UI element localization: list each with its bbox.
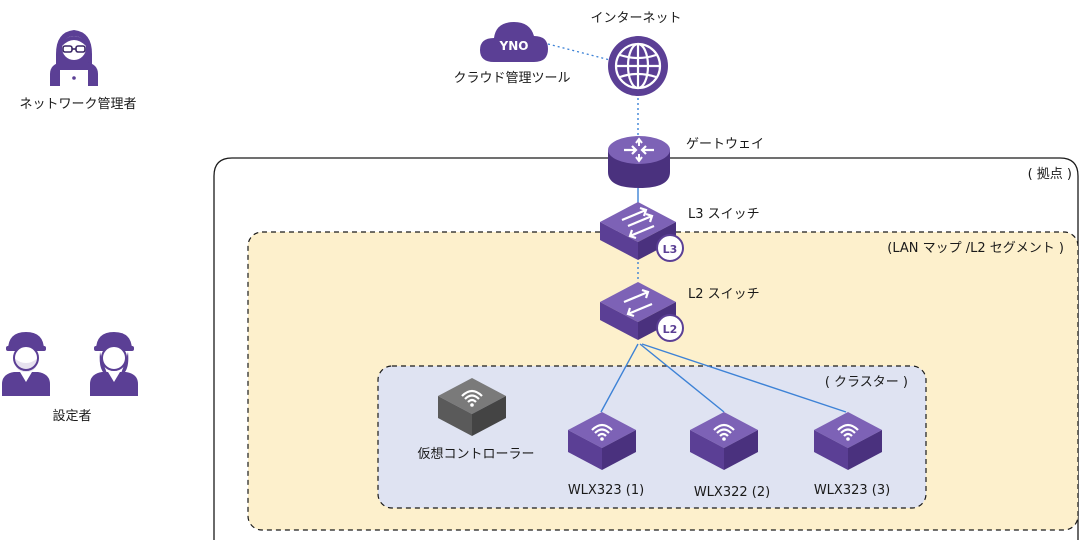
site-label: ( 拠点 ) (1027, 167, 1072, 182)
switch-icon: L3 (600, 202, 684, 262)
globe-icon (608, 36, 668, 96)
link-l2-ap2 (639, 343, 725, 413)
network-admin-label: ネットワーク管理者 (19, 97, 137, 112)
switch-icon: L2 (600, 282, 684, 342)
l3-badge: L3 (663, 243, 678, 256)
ap2-label: WLX322 (2) (693, 485, 771, 500)
wifi-ap-icon (438, 378, 506, 436)
link-l2-ap3 (641, 343, 847, 413)
person-laptop-icon (50, 30, 98, 86)
link-cloud-internet (547, 43, 611, 61)
router-icon (608, 136, 670, 188)
l3-switch-label: L3 スイッチ (688, 207, 760, 222)
worker-icon (90, 332, 138, 396)
virtual-controller-label: 仮想コントローラー (417, 447, 535, 462)
worker-icon (2, 332, 50, 396)
cloud-tool-label: クラウド管理ツール (453, 71, 571, 86)
internet-label: インターネット (590, 11, 682, 26)
installer-label: 設定者 (52, 409, 92, 424)
l2-badge: L2 (663, 323, 678, 336)
l2-switch-label: L2 スイッチ (688, 287, 760, 302)
cluster-label: ( クラスター ) (824, 375, 908, 390)
ap3-label: WLX323 (3) (813, 483, 891, 498)
cloud-icon: YNO (480, 22, 548, 62)
wifi-ap-icon (690, 412, 758, 470)
gateway-label: ゲートウェイ (686, 137, 765, 152)
lan-map-label: (LAN マップ /L2 セグメント ) (887, 241, 1064, 256)
wifi-ap-icon (568, 412, 636, 470)
wifi-ap-icon (814, 412, 882, 470)
cluster-area (377, 365, 927, 509)
link-l2-ap1 (600, 343, 639, 413)
ap1-label: WLX323 (1) (567, 483, 645, 498)
cloud-badge: YNO (499, 39, 529, 53)
